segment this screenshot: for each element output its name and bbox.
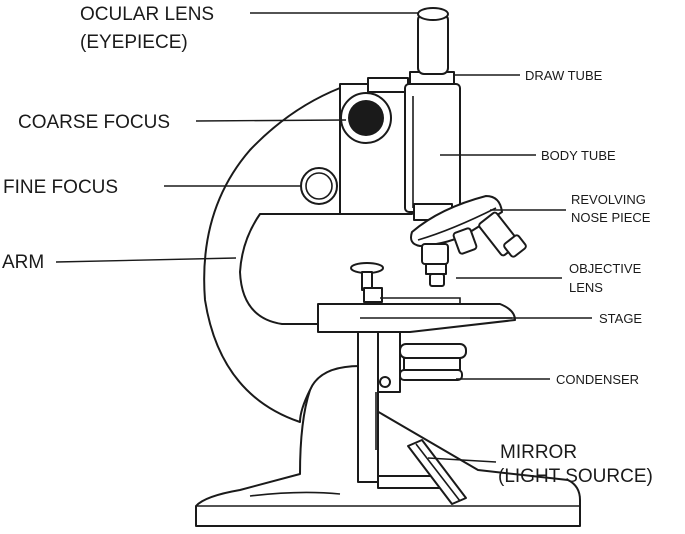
- clip-arm: [363, 287, 383, 303]
- label-condenser: CONDENSER: [556, 372, 639, 387]
- label-stage: STAGE: [599, 311, 642, 326]
- label-fine-focus: FINE FOCUS: [3, 177, 118, 198]
- label-arm: ARM: [2, 252, 44, 273]
- substage-pillar: [357, 331, 379, 483]
- eyepiece-cap: [417, 7, 449, 21]
- label-eyepiece: (EYEPIECE): [80, 32, 188, 53]
- mirror-face: [415, 443, 461, 502]
- leader-coarse: [195, 119, 347, 122]
- nose-piece-rim: [417, 207, 497, 241]
- coarse-focus-knob-center: [348, 100, 384, 136]
- label-objective: OBJECTIVE: [569, 261, 642, 276]
- condenser-body: [403, 357, 461, 371]
- condenser: [399, 343, 467, 381]
- housing-top-block: [367, 77, 409, 93]
- label-lens: LENS: [569, 280, 603, 295]
- nose-piece-plate: [410, 195, 503, 247]
- objective-angled-tip: [503, 234, 527, 258]
- label-draw-tube: DRAW TUBE: [525, 68, 603, 83]
- label-ocular-lens: OCULAR LENS: [80, 4, 214, 25]
- eyepiece-tube: [417, 13, 449, 75]
- label-light-source: (LIGHT SOURCE): [498, 466, 653, 487]
- stage-slide: [380, 297, 461, 305]
- base-foot-line: [249, 491, 341, 497]
- objective-main-tip: [429, 273, 445, 287]
- label-revolving: REVOLVING: [571, 192, 646, 207]
- objective-main: [421, 243, 449, 265]
- stage-clip: [350, 262, 384, 303]
- leader-mirror: [427, 457, 497, 463]
- condenser-top: [399, 343, 467, 359]
- revolving-nose-piece: [410, 195, 527, 287]
- fine-focus-knob-inner: [305, 172, 333, 200]
- objective-main-ring: [425, 263, 447, 275]
- label-body-tube: BODY TUBE: [541, 148, 616, 163]
- condenser-bottom: [399, 369, 463, 381]
- label-coarse-focus: COARSE FOCUS: [18, 112, 170, 133]
- condenser-knob: [379, 376, 391, 388]
- objective-side: [452, 227, 478, 255]
- leader-arm: [55, 257, 237, 263]
- label-nose-piece: NOSE PIECE: [571, 210, 651, 225]
- label-mirror: MIRROR: [500, 442, 577, 463]
